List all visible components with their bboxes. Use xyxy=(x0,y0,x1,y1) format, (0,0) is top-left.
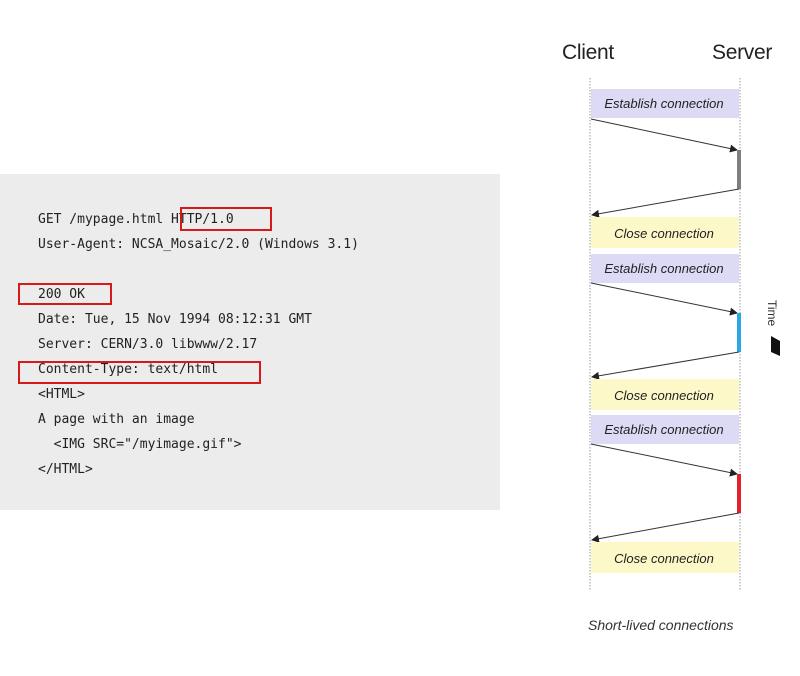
request-arrow xyxy=(590,282,738,316)
close-label: Close connection xyxy=(614,388,714,403)
server-label: Server xyxy=(712,41,773,64)
highlight-status-code xyxy=(18,283,112,305)
code-line-date: Date: Tue, 15 Nov 1994 08:12:31 GMT xyxy=(38,312,312,327)
code-line-html-close: </HTML> xyxy=(38,462,93,477)
establish-box xyxy=(591,254,739,283)
request-arrow xyxy=(590,118,738,153)
establish-box xyxy=(591,89,739,118)
time-arrow-icon xyxy=(771,336,780,356)
client-label: Client xyxy=(562,41,614,64)
close-box xyxy=(591,217,739,248)
response-arrow xyxy=(591,188,740,218)
response-arrow xyxy=(591,351,740,380)
request-arrow xyxy=(590,443,738,477)
code-line-status: 200 OK xyxy=(38,287,85,302)
establish-box xyxy=(591,415,739,444)
close-label: Close connection xyxy=(614,226,714,241)
processing-bar xyxy=(737,150,741,189)
close-box xyxy=(591,542,739,573)
close-label: Close connection xyxy=(614,551,714,566)
close-box xyxy=(591,379,739,410)
code-line-html-open: <HTML> xyxy=(38,387,85,402)
diagram-caption: Short-lived connections xyxy=(588,617,734,633)
processing-bar xyxy=(737,474,741,513)
time-label: Time xyxy=(765,300,779,327)
code-line-body-text: A page with an image xyxy=(38,412,195,427)
highlight-http-version xyxy=(180,207,272,231)
code-line-server: Server: CERN/3.0 libwww/2.17 xyxy=(38,337,258,352)
establish-label: Establish connection xyxy=(604,422,723,437)
response-arrow xyxy=(591,512,740,543)
code-line-request: GET /mypage.html HTTP/1.0 xyxy=(38,212,234,227)
highlight-content-type xyxy=(18,361,261,384)
code-line-img-tag: <IMG SRC="/myimage.gif"> xyxy=(38,437,242,452)
code-line-user-agent: User-Agent: NCSA_Mosaic/2.0 (Windows 3.1… xyxy=(38,237,359,252)
establish-label: Establish connection xyxy=(604,261,723,276)
code-line-content-type: Content-Type: text/html xyxy=(38,362,219,377)
establish-label: Establish connection xyxy=(604,96,723,111)
processing-bar xyxy=(737,313,741,352)
